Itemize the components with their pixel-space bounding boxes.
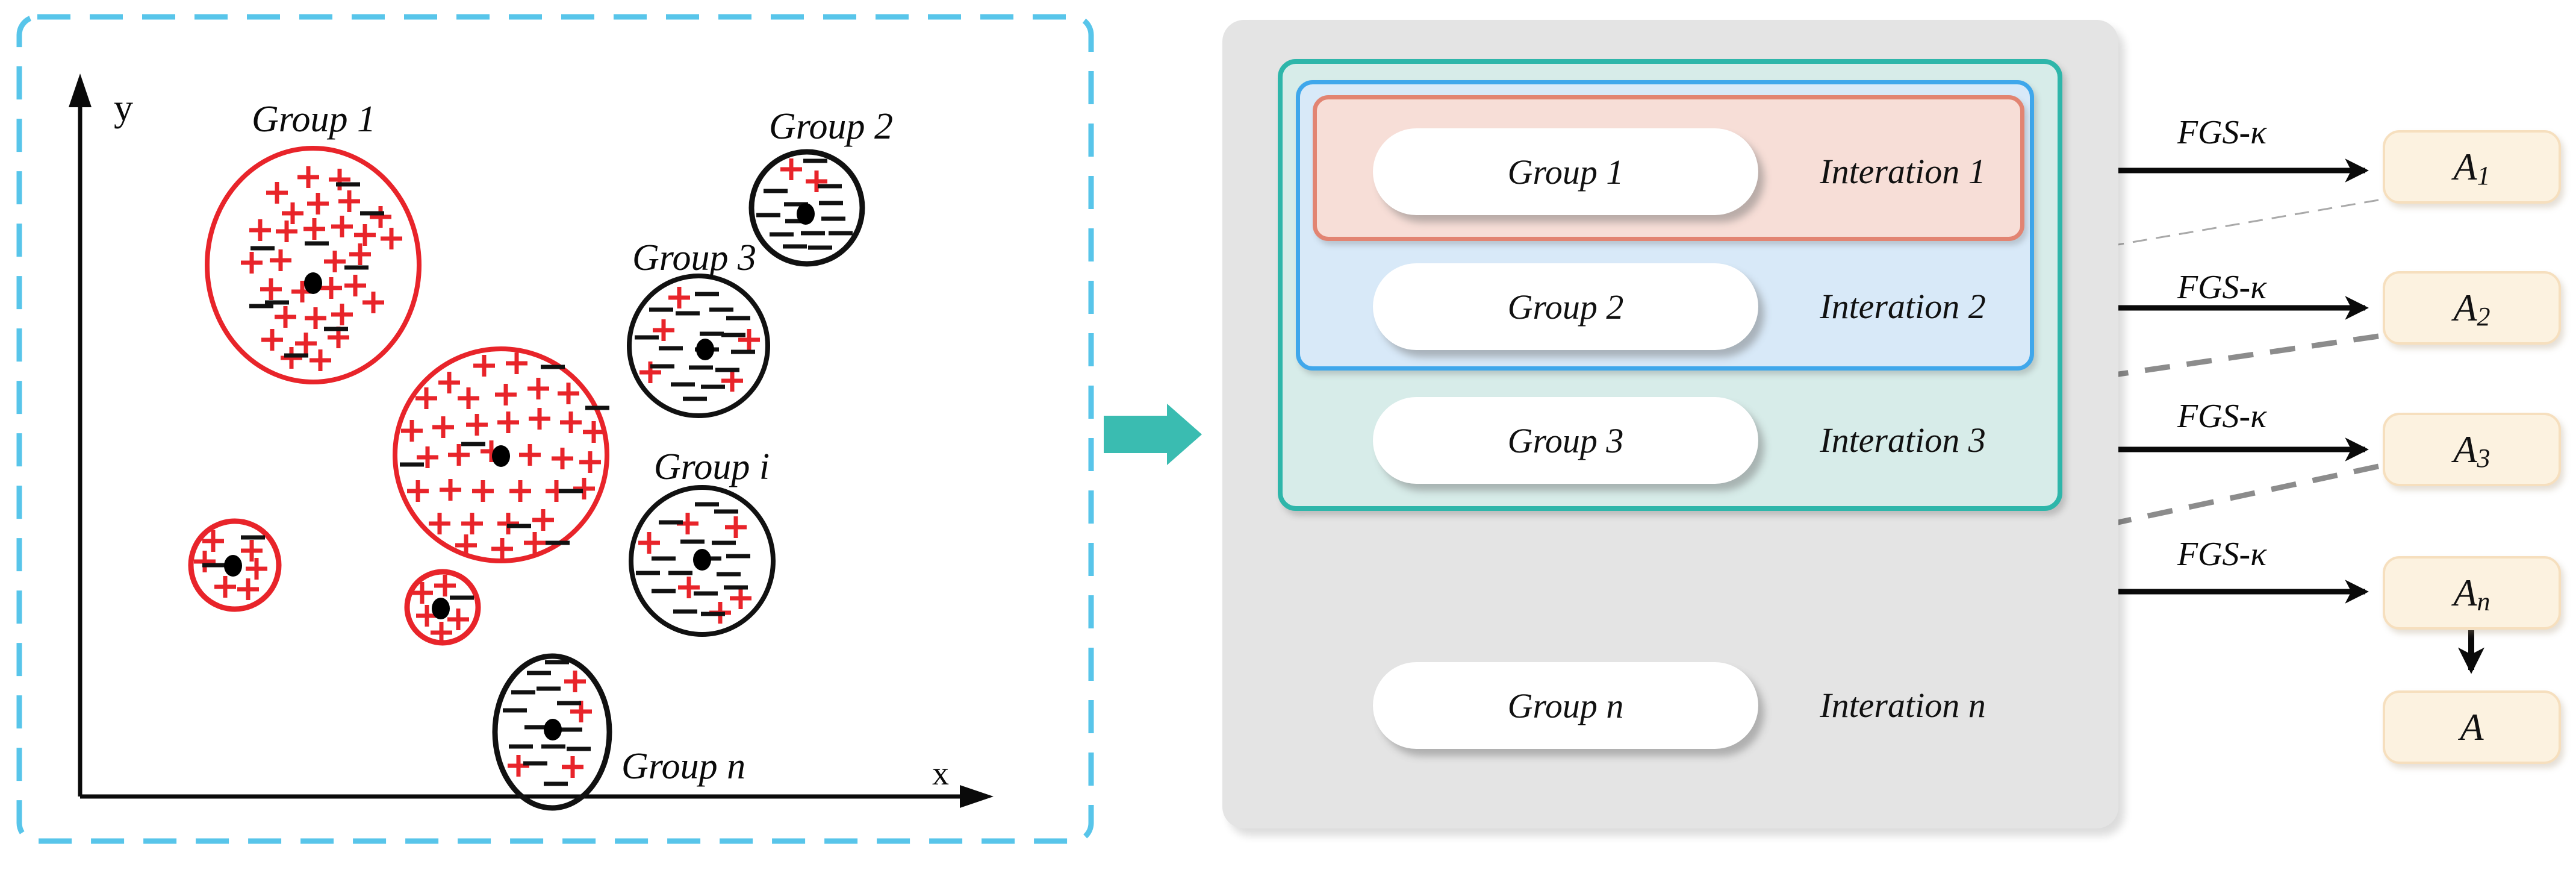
group-i-label: Group i (654, 446, 770, 487)
group-n-circle (492, 653, 612, 811)
group-pill-3: Group 3 (1373, 397, 1758, 484)
panel-transition-arrow-icon (1104, 404, 1202, 465)
group-pill-2: Group 2 (1373, 263, 1758, 350)
group-3-plus-markers (639, 287, 760, 392)
fgs-kappa-label-1: FGS-κ (2177, 114, 2267, 151)
x-axis-arrowhead-icon (960, 785, 994, 808)
group-pill-n: Group n (1373, 662, 1758, 749)
scatter-group-small-left (188, 518, 282, 612)
group-2-circle (748, 149, 865, 267)
output-a3-sub: 3 (2477, 443, 2490, 473)
group-pill-1-label: Group 1 (1507, 152, 1624, 192)
scatter-group-center (393, 346, 609, 563)
group-1-plus-markers (241, 166, 402, 371)
group-center-minus-markers (400, 365, 609, 545)
scatter-panel: y x Group 1 Group 2 Group 3 Group i Group n (16, 14, 1094, 844)
y-axis-label: y (114, 86, 133, 129)
scatter-group-n: Group n (492, 653, 745, 811)
group-1-minus-markers (249, 182, 384, 358)
output-an-sub: n (2477, 586, 2490, 616)
scatter-group-1: Group 1 (205, 99, 422, 384)
output-a1-label: A (2453, 145, 2477, 188)
group-2-minus-markers (756, 158, 853, 250)
group-2-label: Group 2 (769, 106, 893, 147)
group-i-minus-markers (636, 502, 750, 616)
group-small-left-circle (188, 518, 282, 612)
iteration-n-label: Interation n (1820, 686, 1986, 725)
group-small-right-plus-markers (411, 575, 469, 643)
x-axis-label: x (932, 755, 949, 792)
iteration-1-label: Interation 1 (1820, 152, 1986, 191)
output-a2-sub: 2 (2477, 301, 2490, 331)
group-pill-3-label: Group 3 (1507, 421, 1624, 460)
feedback-dashed-arrow-1 (2049, 199, 2379, 264)
group-pill-1: Group 1 (1373, 128, 1758, 215)
scatter-group-small-right (404, 569, 481, 646)
group-pill-2-label: Group 2 (1507, 287, 1624, 327)
scatter-groups: Group 1 Group 2 Group 3 Group i Group n (188, 99, 893, 811)
group-1-label: Group 1 (252, 99, 376, 140)
group-2-plus-markers (780, 158, 827, 192)
output-an-label: A (2453, 571, 2477, 614)
fgs-kappa-label-2: FGS-κ (2177, 269, 2267, 306)
group-center-centroid-dot (492, 445, 510, 467)
group-i-centroid-dot (693, 549, 711, 571)
group-n-label: Group n (621, 746, 745, 787)
group-3-circle (627, 274, 770, 418)
group-small-left-minus-markers (202, 535, 265, 568)
group-small-right-centroid-dot (432, 598, 450, 619)
group-n-centroid-dot (544, 719, 562, 740)
group-center-plus-markers (401, 352, 605, 560)
group-2-centroid-dot (797, 203, 815, 225)
group-3-label: Group 3 (632, 237, 756, 278)
y-axis-arrowhead-icon (69, 74, 92, 107)
scatter-group-3: Group 3 (627, 237, 770, 418)
output-box-a: A (2383, 690, 2561, 764)
output-a-label: A (2460, 706, 2484, 748)
output-a3-label: A (2453, 428, 2477, 471)
group-small-left-centroid-dot (224, 555, 242, 577)
scatter-group-i: Group i (629, 446, 776, 637)
group-3-centroid-dot (696, 339, 714, 360)
group-n-minus-markers (503, 660, 591, 786)
scatter-group-2: Group 2 (748, 106, 893, 267)
group-center-circle (393, 346, 609, 563)
group-i-circle (629, 485, 776, 637)
group-small-left-plus-markers (194, 530, 267, 600)
fgs-kappa-label-3: FGS-κ (2177, 398, 2267, 435)
feedback-dashed-arrow-2 (2070, 333, 2379, 392)
group-1-centroid-dot (304, 272, 322, 294)
fgs-kappa-label-n: FGS-κ (2177, 536, 2267, 573)
group-n-plus-markers (508, 671, 592, 778)
group-1-circle (205, 146, 422, 384)
iteration-3-label: Interation 3 (1820, 421, 1986, 460)
group-pill-n-label: Group n (1507, 686, 1624, 725)
output-a1-sub: 1 (2477, 160, 2490, 190)
output-a2-label: A (2453, 286, 2477, 329)
iteration-2-label: Interation 2 (1820, 287, 1986, 326)
